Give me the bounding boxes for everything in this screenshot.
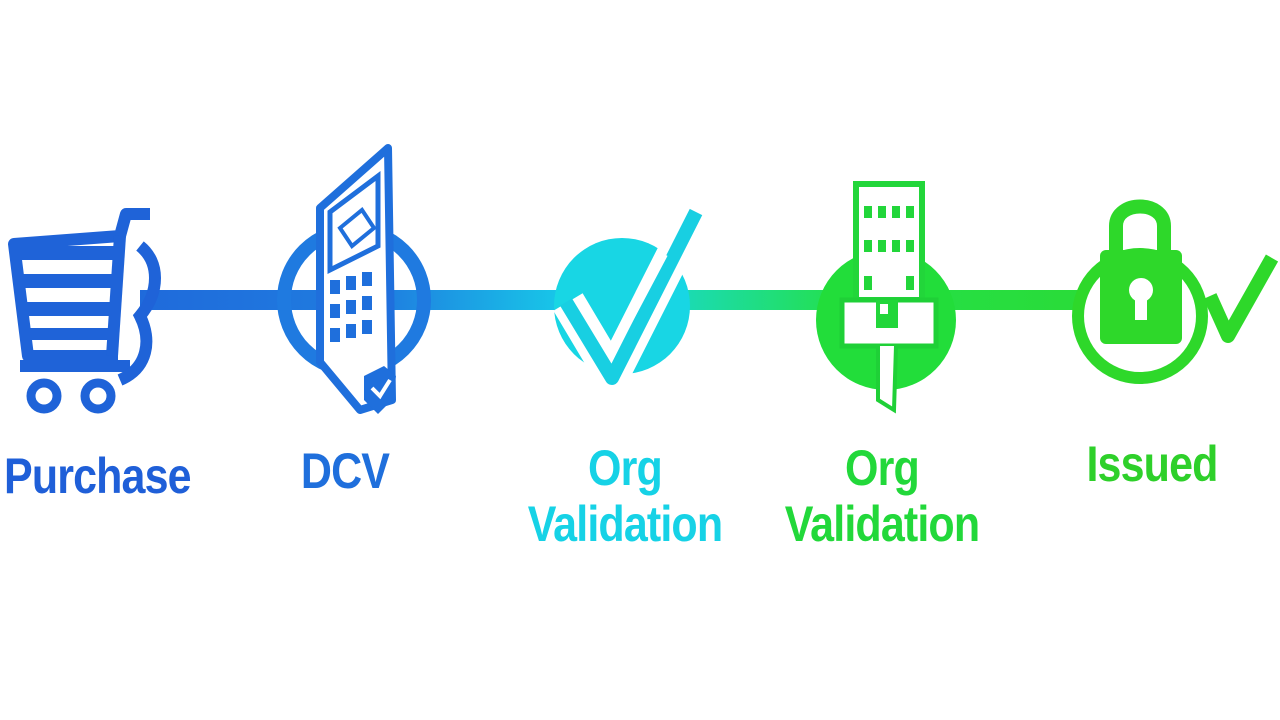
step-label-line: Issued [1086, 436, 1218, 492]
step-label-line: Org [845, 440, 920, 496]
checkmark-circle-icon [553, 206, 710, 393]
shopping-cart-icon [8, 208, 161, 414]
step-label-line: DCV [300, 443, 390, 499]
padlock-check-icon [1072, 199, 1279, 384]
step-label-line: Purchase [4, 448, 192, 504]
step-label-dcv: DCV [276, 443, 414, 499]
step-label-line: Org [588, 440, 663, 496]
step-label-purchase: Purchase [4, 448, 192, 504]
step-label-org-validation-1: Org Validation [522, 440, 728, 552]
step-label-org-validation-2: Org Validation [779, 440, 985, 552]
office-building-icon [816, 181, 956, 414]
step-label-line: Validation [527, 496, 723, 552]
building-shield-icon [277, 144, 431, 414]
step-label-line: Validation [784, 496, 980, 552]
step-label-issued: Issued [1066, 436, 1238, 492]
